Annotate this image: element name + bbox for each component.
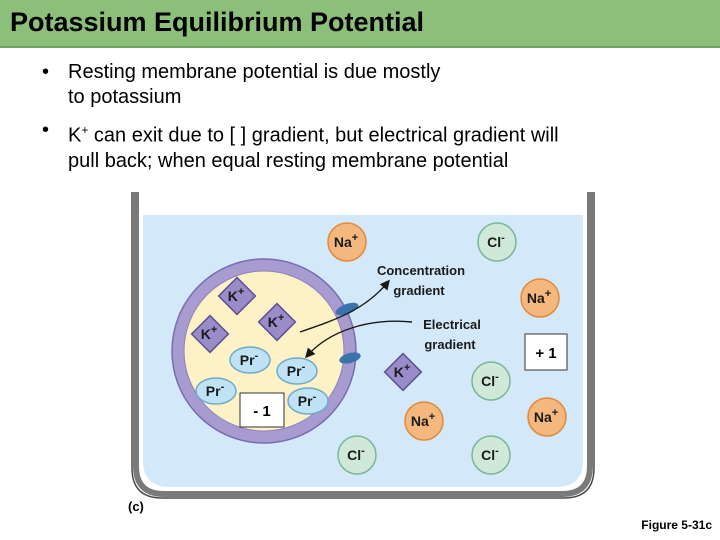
sodium-ion: Na+: [527, 397, 567, 437]
title-bar: Potassium Equilibrium Potential: [0, 0, 720, 48]
bullet-list: • Resting membrane potential is due most…: [42, 60, 702, 182]
pr-ion-label: Pr-: [298, 391, 317, 409]
na-ion-label: Na+: [534, 407, 558, 425]
protein-anion: Pr-: [229, 346, 271, 374]
slide-title: Potassium Equilibrium Potential: [10, 7, 425, 37]
pr-ion-shape: [195, 377, 237, 405]
na-ion-label: Na+: [334, 232, 358, 250]
bullet-line: pull back; when equal resting membrane p…: [68, 149, 509, 172]
potassium-channel: [339, 352, 361, 364]
concentration-gradient-label: gradient: [393, 283, 445, 298]
protein-anion: Pr-: [195, 377, 237, 405]
chloride-ion: Cl-: [337, 435, 377, 475]
electrical-gradient-label: Electrical: [423, 317, 481, 332]
k-ion-label: K+: [394, 362, 411, 380]
potassium-symbol: K: [68, 124, 82, 147]
pr-ion-label: Pr-: [240, 350, 259, 368]
k-ion-label: K+: [228, 286, 245, 304]
pr-ion-shape: [276, 357, 318, 385]
pr-ion-shape: [287, 387, 329, 415]
outside-charge-label: + 1: [535, 345, 556, 362]
cl-ion-label: Cl-: [347, 445, 365, 463]
chloride-ion: Cl-: [477, 222, 517, 262]
cl-ion-label: Cl-: [481, 445, 499, 463]
figure-caption: Figure 5-31c: [641, 518, 712, 532]
protein-anion: Pr-: [276, 357, 318, 385]
concentration-gradient-arrow: [299, 279, 390, 333]
beaker: [133, 192, 593, 497]
sodium-ion: Na+: [404, 401, 444, 441]
cl-ion-shape: [477, 222, 517, 262]
sodium-ion: Na+: [520, 278, 560, 318]
potassium-ion: K+: [383, 352, 423, 392]
outside-charge-box: [524, 333, 568, 371]
na-ion-label: Na+: [411, 411, 435, 429]
inside-charge-label: - 1: [253, 403, 271, 420]
k-ion-shape: [257, 302, 297, 342]
na-ion-shape: [404, 401, 444, 441]
sodium-ion: Na+: [327, 222, 367, 262]
bullet-line: K+ can exit due to [ ] gradient, but ele…: [68, 118, 702, 149]
cl-ion-label: Cl-: [487, 232, 505, 250]
chloride-ion: Cl-: [471, 435, 511, 475]
k-ion-label: K+: [268, 312, 285, 330]
potassium-ion: K+: [190, 314, 230, 354]
bullet-item: • Resting membrane potential is due most…: [42, 60, 702, 110]
inside-charge-box: [239, 392, 285, 428]
cl-ion-shape: [337, 435, 377, 475]
k-ion-shape: [190, 314, 230, 354]
pr-ion-label: Pr-: [287, 361, 306, 379]
cl-ion-label: Cl-: [481, 371, 499, 389]
na-ion-shape: [327, 222, 367, 262]
electrical-gradient-label: gradient: [424, 337, 476, 352]
bullet-line: to potassium: [68, 86, 182, 108]
bullet-dot: •: [42, 119, 50, 141]
bullet-item: • K+ can exit due to [ ] gradient, but e…: [42, 118, 702, 174]
pr-ion-label: Pr-: [206, 381, 225, 399]
cl-ion-shape: [471, 435, 511, 475]
na-ion-shape: [520, 278, 560, 318]
bullet-dot: •: [42, 61, 50, 83]
ion-layer: Na+ Cl- Na+ Cl- Na+ Na+ Cl- Cl- K+ K+ K+ K+ Pr- Pr- Pr…: [190, 222, 567, 475]
potassium-ion: K+: [257, 302, 297, 342]
cl-ion-shape: [471, 361, 511, 401]
chloride-ion: Cl-: [471, 361, 511, 401]
potassium-charge: +: [81, 123, 89, 137]
bullet-text: can exit due to [ ] gradient, but electr…: [88, 124, 559, 147]
potassium-channel: [335, 302, 359, 316]
na-ion-shape: [527, 397, 567, 437]
k-ion-label: K+: [201, 324, 218, 342]
k-ion-shape: [217, 276, 257, 316]
panel-label: (c): [128, 499, 144, 514]
na-ion-label: Na+: [527, 288, 551, 306]
beaker-inner-edge: [131, 192, 595, 499]
k-ion-shape: [383, 352, 423, 392]
electrical-gradient-arrow: [305, 320, 413, 359]
bullet-line: Resting membrane potential is due mostly: [68, 61, 441, 83]
concentration-gradient-label: Concentration: [377, 263, 465, 278]
protein-anion: Pr-: [287, 387, 329, 415]
pr-ion-shape: [229, 346, 271, 374]
potassium-ion: K+: [217, 276, 257, 316]
